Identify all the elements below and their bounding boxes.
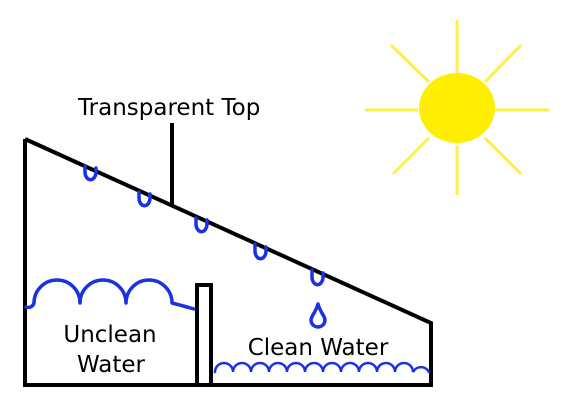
sun-rays [365, 20, 549, 195]
sun-disk [419, 73, 495, 143]
still-housing [23, 137, 433, 387]
water-droplet-icon [253, 242, 268, 261]
unclean-water-surface [24, 278, 196, 311]
sun-icon [365, 20, 549, 195]
unclean-water-label-line1: Unclean [63, 322, 156, 348]
water-droplet-icon [83, 164, 98, 182]
condensation-droplets [83, 164, 325, 287]
clean-water-label: Clean Water [248, 335, 389, 361]
falling-droplet-icon [309, 302, 327, 329]
transparent-top-label: Transparent Top [77, 95, 260, 121]
clean-water-surface [213, 361, 431, 374]
divider-wall [195, 283, 213, 387]
water-droplet-icon [194, 216, 209, 234]
water-droplet-icon [137, 190, 152, 208]
water-droplet-icon [310, 268, 325, 287]
unclean-water-label-line2: Water [77, 352, 146, 378]
